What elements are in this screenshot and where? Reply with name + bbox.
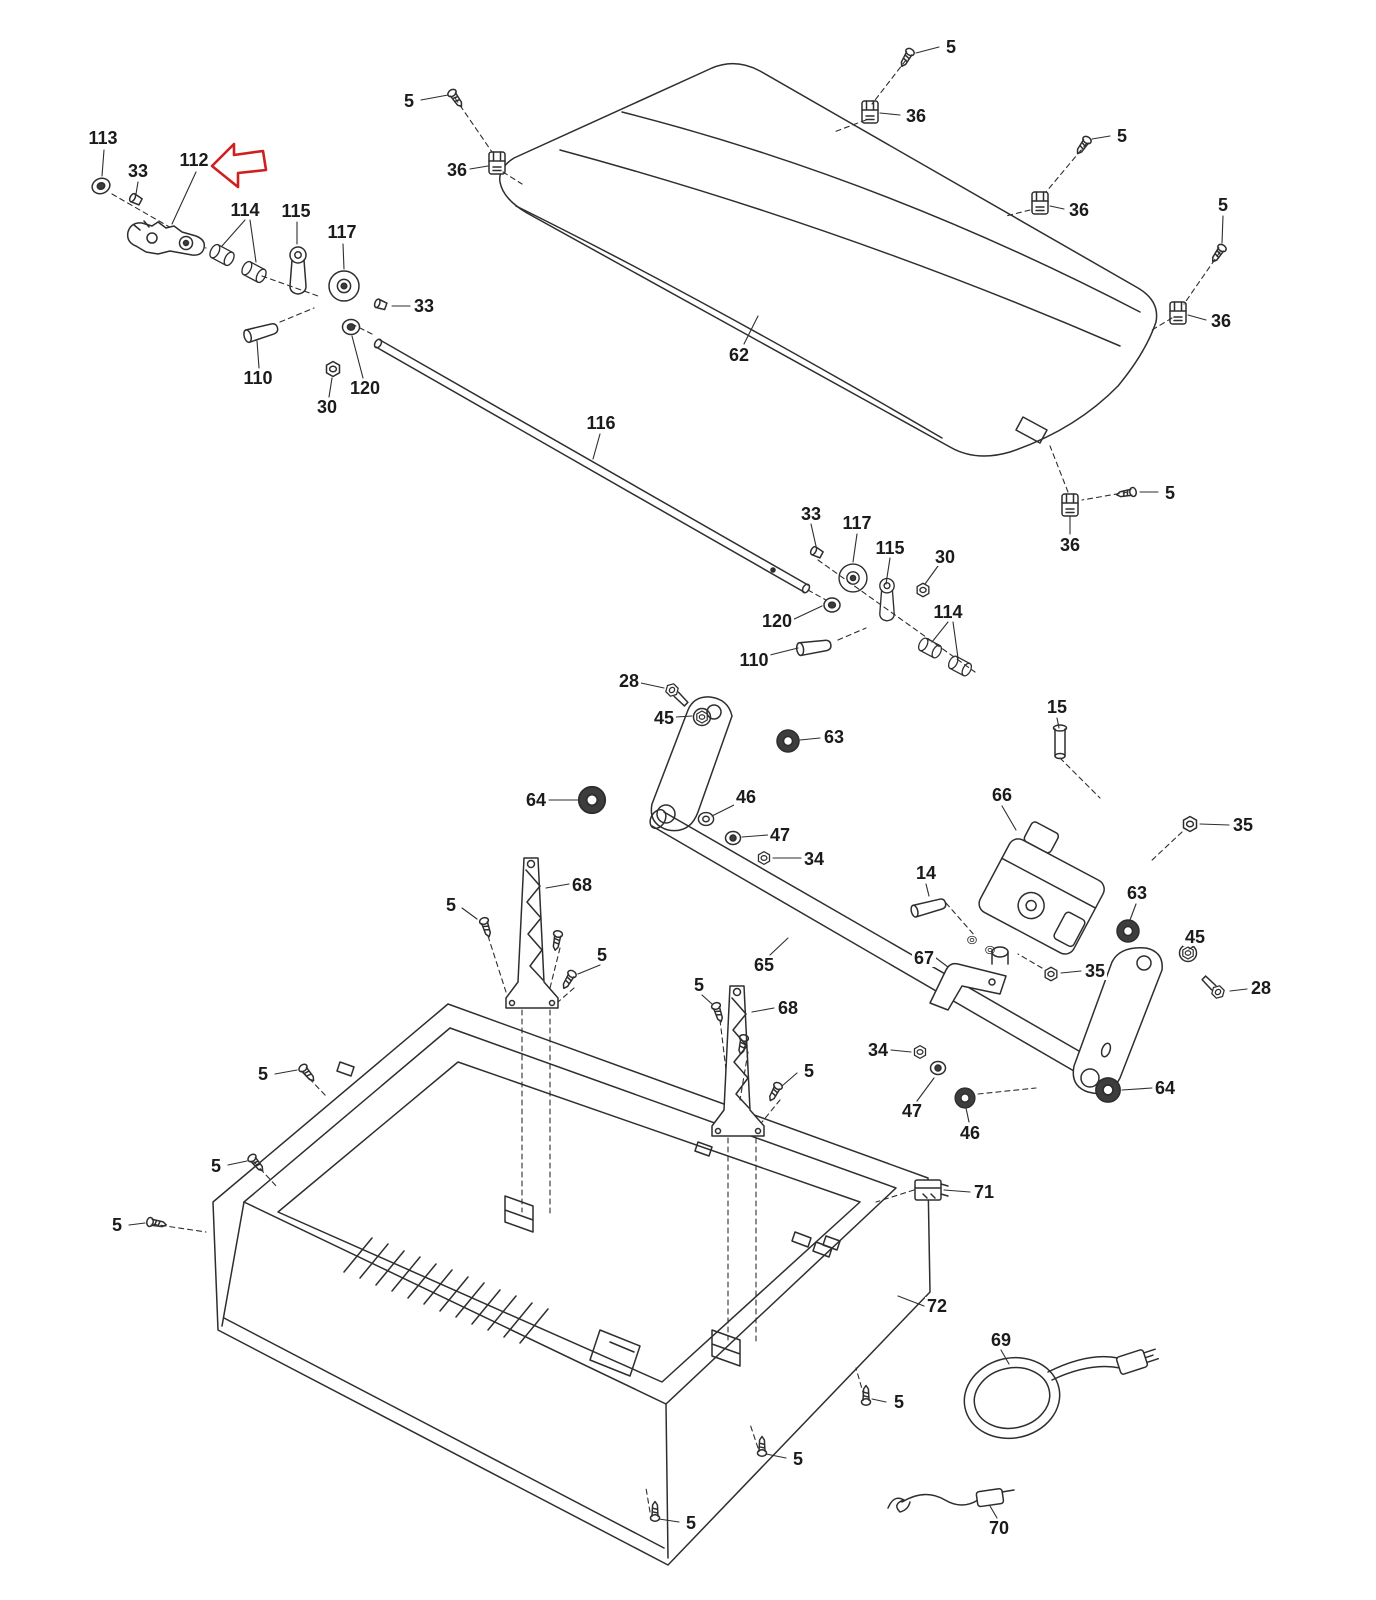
- ring-part-113: [91, 177, 111, 195]
- screw-part-33: [372, 297, 389, 312]
- hood-part-62: [499, 62, 1158, 457]
- base-part-72: [212, 1003, 931, 1566]
- washer-part-120: [341, 318, 361, 336]
- bushing-part-114: [207, 242, 237, 268]
- screw-part-5: [709, 1000, 727, 1024]
- washer-part-63: [776, 729, 800, 753]
- screw-part-5: [897, 46, 917, 70]
- washer-part-47: [929, 1060, 947, 1076]
- crossbar-65: [651, 811, 1099, 1079]
- nut-part-45: [692, 707, 712, 727]
- bolt-part-28: [1201, 975, 1228, 1002]
- bolt-part-14: [910, 898, 947, 918]
- washer-part-120: [823, 597, 841, 613]
- washer-part-46: [954, 1087, 976, 1109]
- screw-part-5: [549, 929, 564, 952]
- pin-part-110: [241, 320, 280, 344]
- clip-part-36: [1169, 301, 1187, 325]
- pivot-assembly-right: [795, 544, 976, 679]
- screw-part-5: [296, 1061, 318, 1085]
- bolt-part-15: [1052, 724, 1068, 760]
- switch-part-71: [914, 1179, 949, 1201]
- nut-part-30: [916, 582, 930, 598]
- bushing-part-114: [946, 653, 974, 679]
- washer-part-46: [697, 811, 715, 827]
- rod-part-116: [373, 338, 811, 594]
- arm-left: [650, 696, 733, 832]
- washer-part-64: [1095, 1077, 1121, 1103]
- frame-assembly: [649, 696, 1163, 1095]
- cable-part-70: [887, 1488, 1015, 1513]
- washer-part-64: [577, 785, 607, 815]
- nut-part-35: [1044, 966, 1058, 982]
- clip-part-36: [861, 100, 879, 124]
- screw-part-33: [808, 544, 825, 560]
- screw-part-5: [1073, 134, 1094, 157]
- bolt-part-28: [662, 680, 689, 707]
- pin-part-110: [795, 637, 833, 657]
- nut-part-45: [1178, 943, 1198, 963]
- washer-part-63: [1116, 919, 1140, 943]
- clip-part-36: [1031, 191, 1049, 215]
- screw-part-5: [477, 915, 495, 939]
- nut-part-35: [1182, 815, 1198, 833]
- arm-right: [1072, 947, 1163, 1095]
- bracket-part-112: [126, 221, 206, 256]
- nut-part-30: [325, 360, 341, 378]
- screw-part-5: [559, 968, 579, 992]
- clip-part-36: [1061, 493, 1079, 517]
- bushing-part-114: [239, 259, 269, 285]
- screw-part-5: [765, 1080, 785, 1104]
- callout-arrow: [210, 142, 268, 189]
- washer-small: [967, 935, 977, 945]
- screw-part-5: [145, 1216, 168, 1231]
- nut-part-34: [913, 1044, 927, 1060]
- vent-grille: [343, 1237, 549, 1344]
- screw-part-33: [127, 191, 144, 207]
- washer-part-47: [724, 830, 742, 846]
- assembly-guides: [151, 59, 1221, 1513]
- screw-part-5: [860, 1384, 872, 1406]
- label-leaders: [101, 46, 1248, 1523]
- screw-part-5: [1208, 242, 1229, 265]
- link-part-115: [879, 577, 895, 622]
- bracket-part-67: [929, 935, 1007, 1011]
- motor-part-66: [978, 821, 1105, 965]
- bushing-part-114: [916, 635, 944, 661]
- upright-part-68-left: [505, 857, 559, 1009]
- nut-part-34: [757, 850, 771, 866]
- roller-part-117: [328, 270, 360, 302]
- clip-part-36: [488, 151, 506, 175]
- power-cord-part-69: [963, 1348, 1160, 1440]
- pivot-assembly-left: [91, 177, 389, 378]
- frame-hardware: [577, 680, 1228, 1109]
